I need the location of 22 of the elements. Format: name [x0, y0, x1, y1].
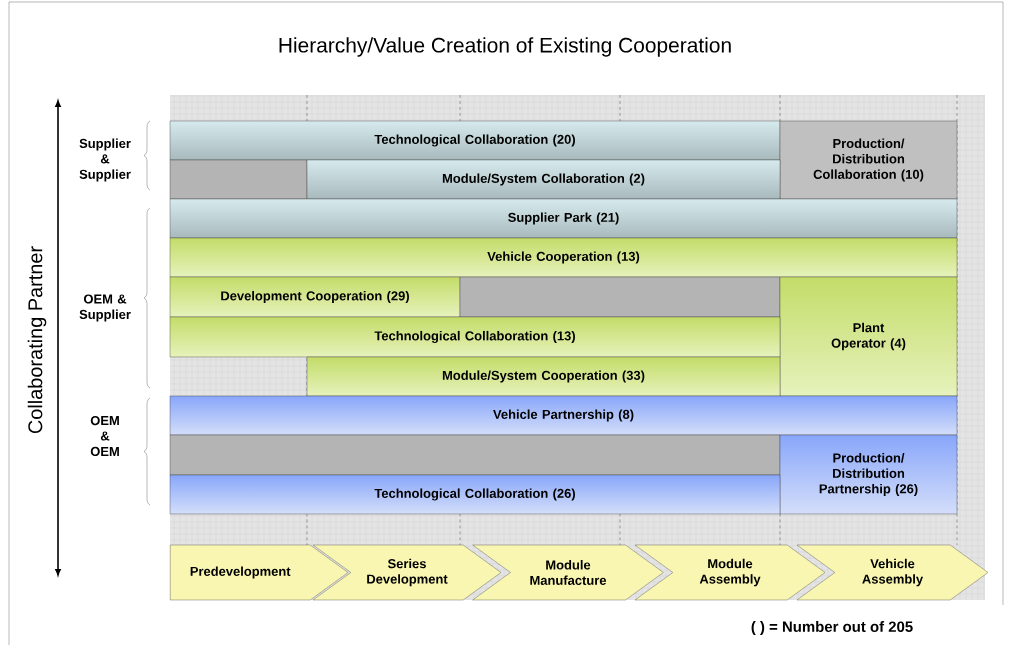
bar: Module/System Collaboration (2) [306, 159, 781, 200]
process-step: Module Manufacture [472, 544, 664, 601]
process-step: Series Development [312, 544, 502, 601]
bar: Technological Collaboration (20) [169, 120, 781, 161]
hatched-bar [169, 159, 308, 200]
bar: Production/ Distribution Collaboration (10) [779, 120, 958, 200]
group-label: OEM & Supplier [79, 294, 131, 322]
bar: Plant Operator (4) [779, 276, 958, 397]
hatched-bar [459, 276, 781, 318]
bar: Module/System Cooperation (33) [306, 356, 781, 397]
group-label: OEM & OEM [90, 415, 119, 456]
bar: Development Cooperation (29) [169, 276, 461, 318]
axis-label: Collaborating Partner [27, 246, 47, 434]
bar: Supplier Park (21) [169, 198, 958, 239]
note: ( ) = Number out of 205 [751, 621, 913, 635]
process-step: Vehicle Assembly [796, 544, 989, 601]
bar: Production/ Distribution Partnership (26) [779, 434, 958, 515]
hatched-bar [169, 434, 781, 476]
process-step: Module Assembly [634, 544, 826, 601]
bar: Technological Collaboration (26) [169, 474, 781, 515]
title: Hierarchy/Value Creation of Existing Cooperation [279, 37, 731, 57]
group-label: Supplier & Supplier [79, 138, 131, 182]
